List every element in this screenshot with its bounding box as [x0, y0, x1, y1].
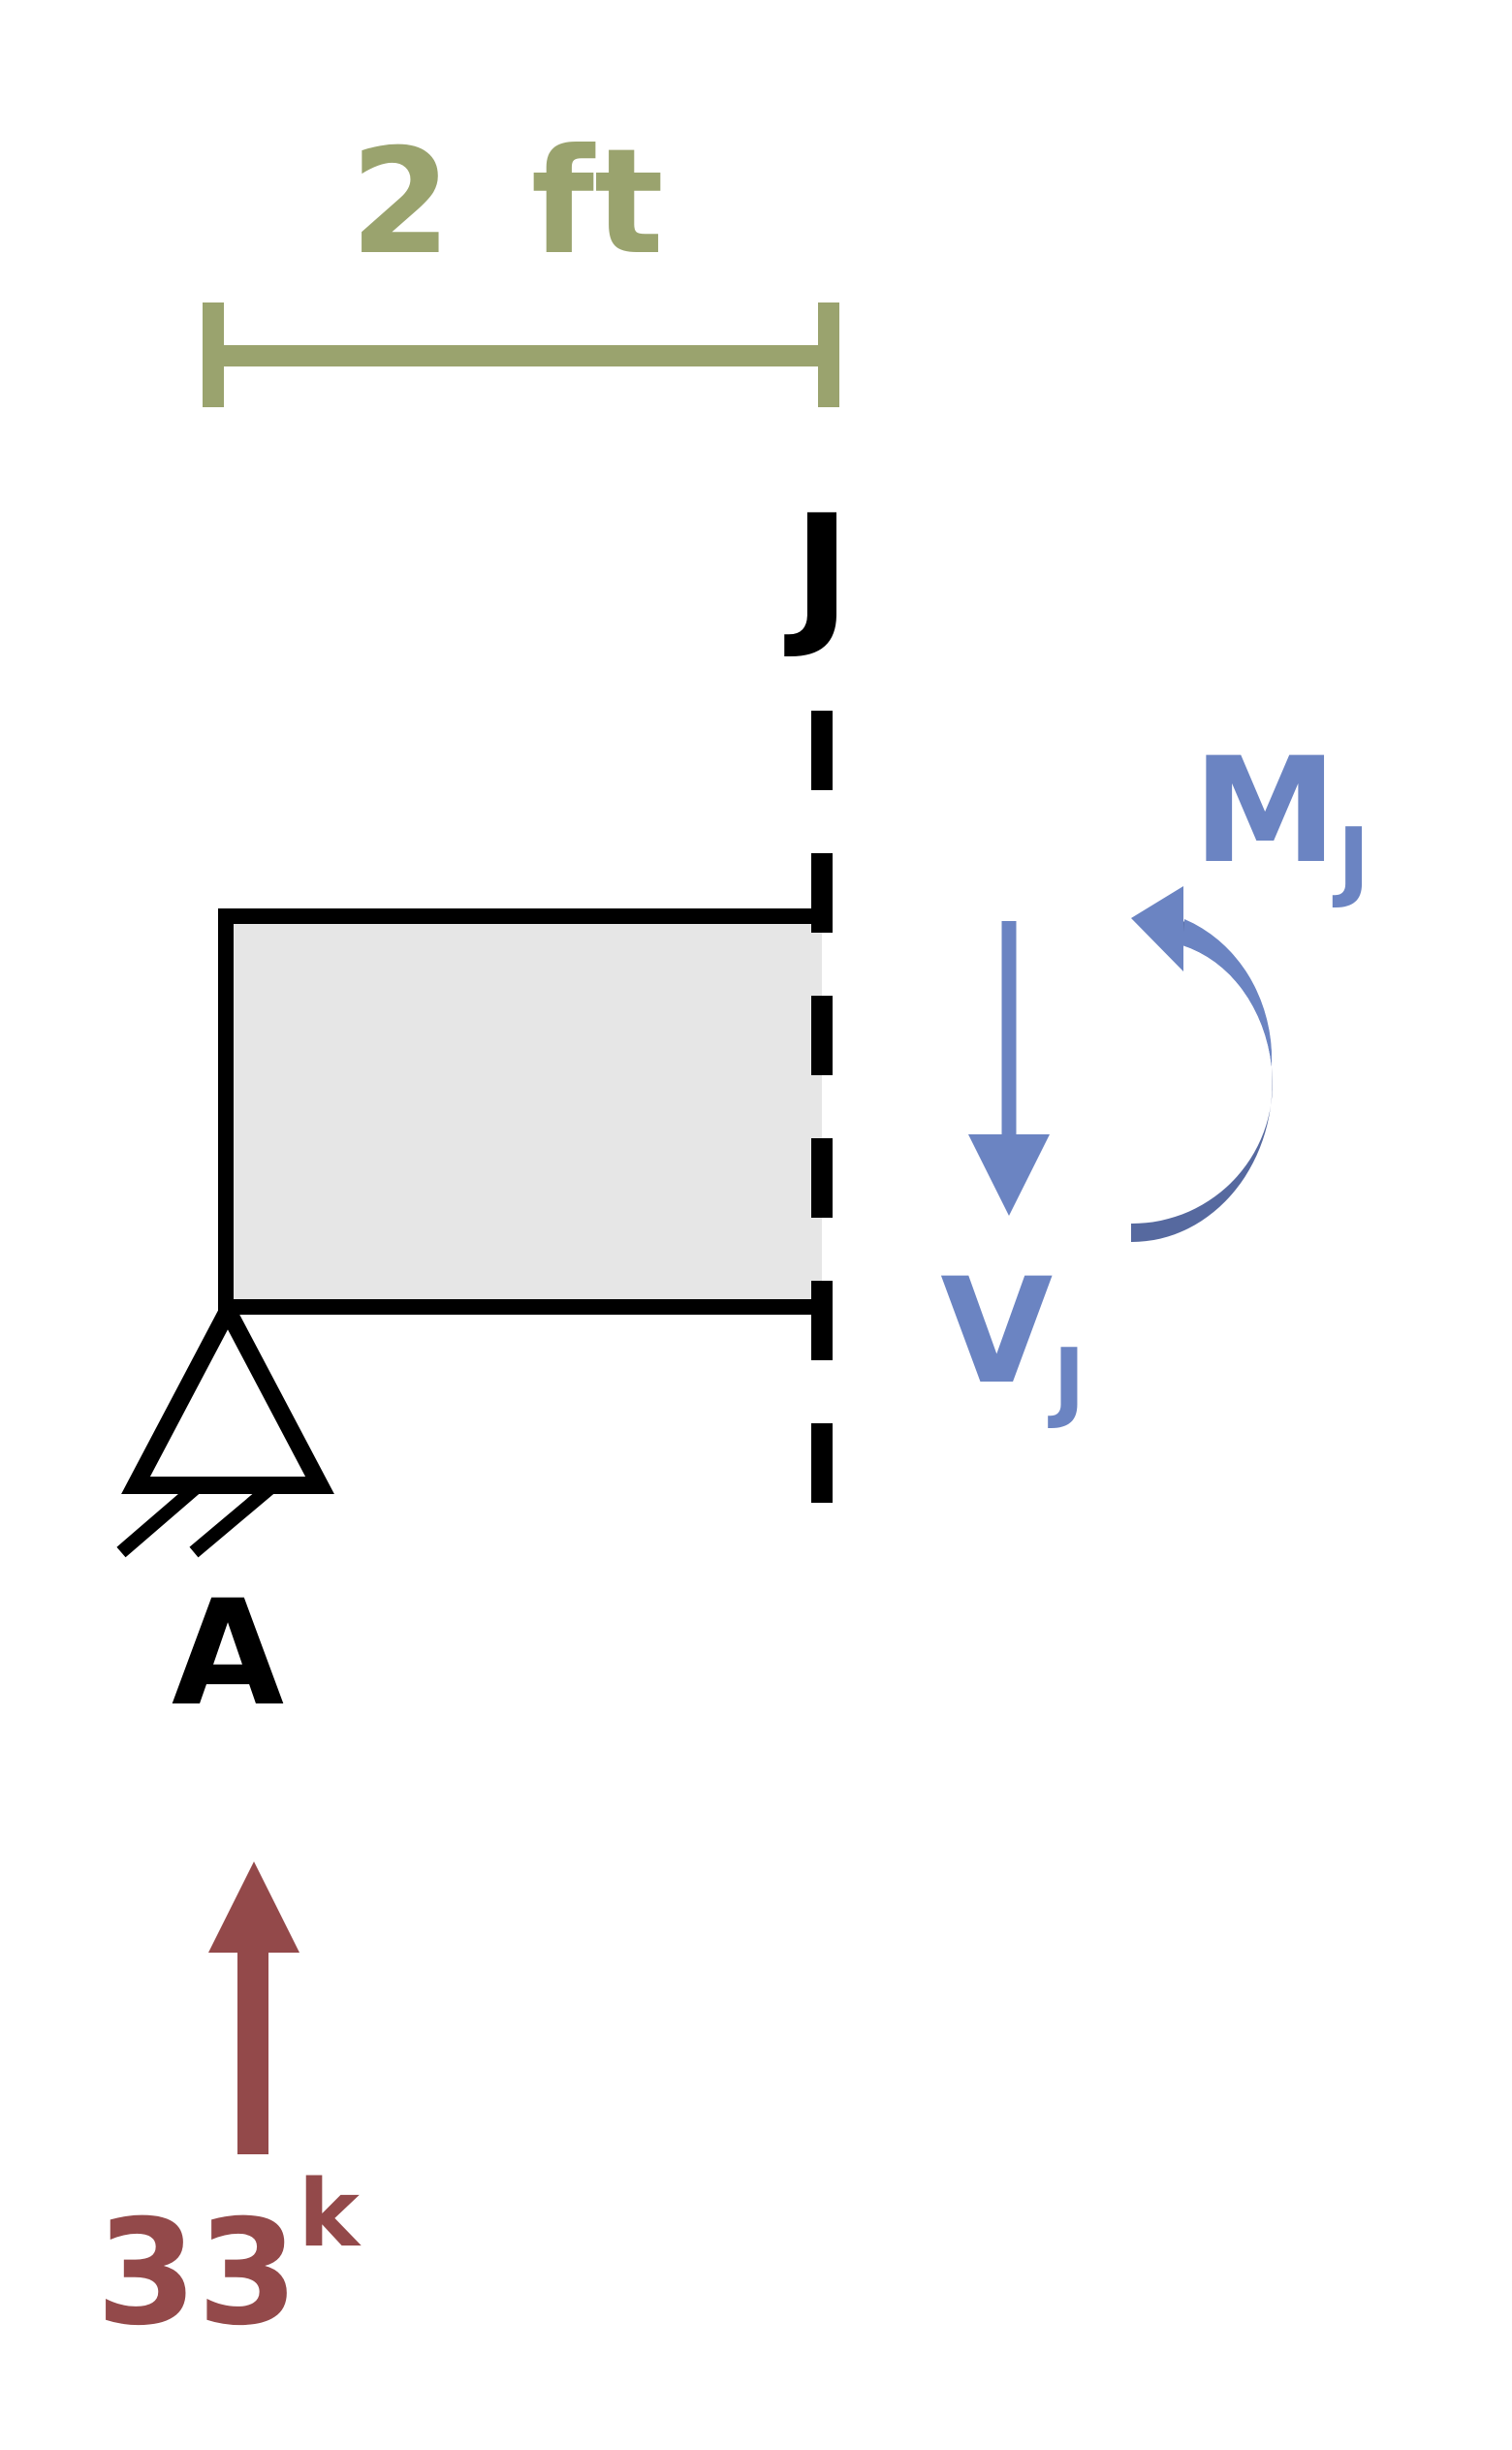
moment-arrow [1131, 886, 1274, 1243]
dimension-line [203, 302, 839, 407]
moment-arrow-head [1131, 886, 1183, 971]
shear-label: VJ [940, 1248, 1086, 1432]
reaction-arrow-head [208, 1861, 299, 1953]
reaction-value: 33 [96, 2189, 299, 2358]
shear-symbol: V [940, 1248, 1053, 1416]
moment-subscript: J [1332, 810, 1370, 911]
reaction-unit: k [299, 2161, 362, 2268]
reaction-label: 33k [96, 2161, 362, 2358]
moment-symbol: M [1193, 727, 1338, 896]
shear-arrow-head [968, 1134, 1050, 1216]
reaction-arrow-shaft [237, 1949, 268, 2154]
beam-outline [218, 908, 819, 1315]
beam-fill [226, 916, 822, 1307]
dimension-unit: ft [531, 118, 664, 287]
moment-arrow-body [1131, 921, 1274, 1243]
support-label: A [172, 1570, 284, 1738]
pin-support [116, 1291, 334, 1558]
cut-label: J [784, 481, 851, 662]
ground-hatch [116, 1480, 278, 1558]
support-triangle [121, 1291, 334, 1494]
shear-arrow [968, 921, 1050, 1216]
dimension-value: 2 [350, 118, 451, 287]
moment-arrow-upper [1182, 919, 1272, 1066]
dimension-label: 2 ft [350, 118, 664, 287]
reaction-arrow [208, 1861, 299, 2154]
moment-label: MJ [1193, 727, 1370, 911]
shear-subscript: J [1047, 1330, 1086, 1432]
